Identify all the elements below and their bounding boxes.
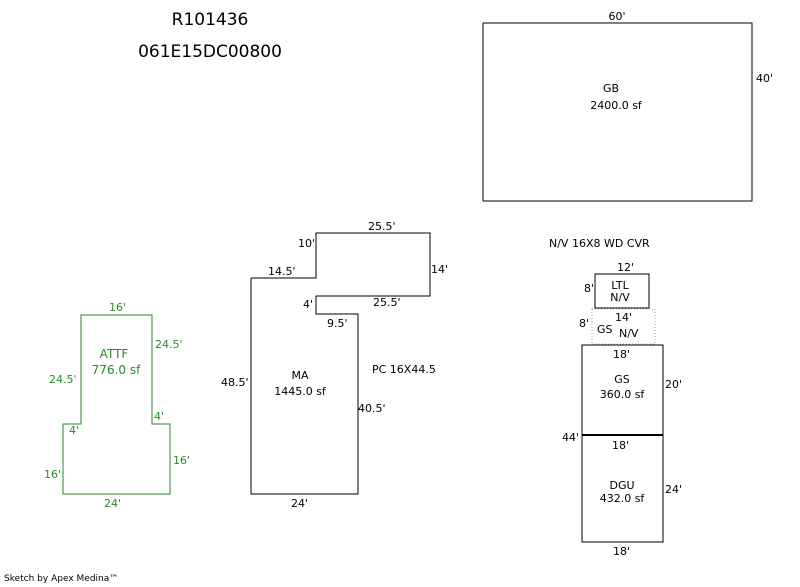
ma-area: 1445.0 sf: [274, 385, 327, 398]
ma-dim-25-5-top: 25.5': [368, 220, 396, 233]
attf-right-upper-dim: 24.5': [155, 338, 183, 351]
ltl-left-dim: 8': [584, 282, 594, 295]
ma-dim-14: 14': [431, 263, 448, 276]
ltl-outline: [594, 273, 650, 309]
dgu-bottom-dim: 18': [613, 545, 630, 558]
ma-name: MA: [291, 369, 308, 382]
ma-dim-48-5: 48.5': [221, 376, 249, 389]
dgu-name: DGU: [609, 479, 634, 492]
attf-step-right-dim: 4': [154, 410, 164, 423]
ltl-nv: N/V: [610, 291, 630, 304]
gb-top-dim: 60': [608, 10, 625, 23]
attf-right-lower-dim: 16': [173, 454, 190, 467]
ltl-top-dim: 12': [617, 261, 634, 274]
gb-area: 2400.0 sf: [590, 99, 643, 112]
ma-dim-9-5: 9.5': [327, 317, 348, 330]
dgu-top-dim: 18': [612, 439, 629, 452]
dgu-outline: [581, 434, 664, 543]
gb-name: GB: [603, 82, 619, 95]
footer-credit: Sketch by Apex Medina™: [4, 574, 119, 584]
attf-left-upper-dim: 24.5': [49, 373, 77, 386]
ma-dim-25-5-mid: 25.5': [373, 296, 401, 309]
record-id: R101436: [171, 10, 249, 30]
attf-bottom-dim: 24': [104, 497, 121, 510]
gs-area: 360.0 sf: [600, 388, 646, 401]
gs-nv-name: GS: [597, 323, 613, 336]
parcel-id: 061E15DC00800: [138, 42, 282, 62]
attf-area: 776.0 sf: [92, 363, 141, 377]
gb-right-dim: 40': [756, 72, 773, 85]
wd-cvr-note: N/V 16X8 WD CVR: [549, 237, 650, 250]
gs-right-dim: 20': [665, 378, 682, 391]
ma-dim-24: 24': [291, 497, 308, 510]
gs-nv-top-dim: 14': [615, 311, 632, 324]
ma-dim-4: 4': [303, 298, 313, 311]
pc-note: PC 16X44.5: [372, 363, 436, 376]
attf-step-left-dim: 4': [69, 424, 79, 437]
ma-dim-40-5: 40.5': [358, 402, 386, 415]
attf-name: ATTF: [100, 347, 129, 361]
gs-nv-left-dim: 8': [579, 317, 589, 330]
attf-outline: [62, 314, 171, 495]
gs-name: GS: [614, 373, 630, 386]
ma-dim-10: 10': [298, 237, 315, 250]
gs-nv-outline: [591, 308, 656, 345]
gb-outline: [482, 22, 753, 202]
ma-dim-14-5: 14.5': [268, 265, 296, 278]
attf-top-dim: 16': [109, 301, 126, 314]
gs-top-dim: 18': [613, 348, 630, 361]
gs-nv-label: N/V: [619, 327, 639, 340]
dgu-right-dim: 24': [665, 483, 682, 496]
dgu-area: 432.0 sf: [600, 492, 646, 505]
dgu-left-dim: 44': [562, 431, 579, 444]
ltl-name: LTL: [611, 279, 629, 292]
attf-left-lower-dim: 16': [44, 468, 61, 481]
ma-outline: [250, 232, 431, 495]
